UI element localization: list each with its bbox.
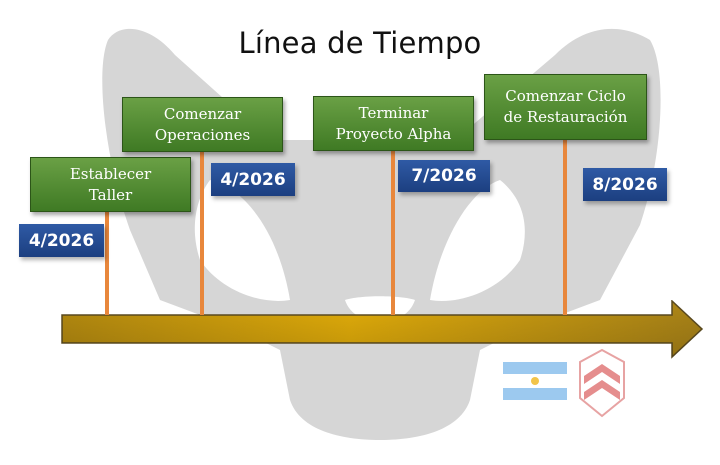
milestone-4-date: 8/2026	[583, 168, 667, 201]
crest-icon	[579, 348, 625, 418]
milestone-2-box: Comenzar Operaciones	[122, 97, 283, 152]
flag-icon	[503, 362, 567, 400]
milestone-3-label: Terminar Proyecto Alpha	[335, 103, 452, 143]
milestone-2-label: Comenzar Operaciones	[154, 104, 251, 144]
page-title: Línea de Tiempo	[238, 26, 482, 60]
milestone-1-date: 4/2026	[19, 224, 104, 257]
milestone-4-stem	[563, 140, 567, 315]
milestone-3-stem	[391, 150, 395, 315]
milestone-3-date: 7/2026	[398, 160, 490, 192]
milestone-4-box: Comenzar Ciclo de Restauración	[484, 74, 647, 140]
milestone-1-stem	[105, 211, 109, 315]
milestone-1-label: Establecer Taller	[69, 164, 152, 204]
milestone-1-box: Establecer Taller	[30, 157, 191, 212]
milestone-2-date: 4/2026	[211, 163, 295, 196]
milestone-3-box: Terminar Proyecto Alpha	[313, 96, 474, 151]
milestone-2-stem	[200, 152, 204, 315]
milestone-4-label: Comenzar Ciclo de Restauración	[503, 87, 628, 126]
timeline-arrow	[61, 300, 704, 359]
